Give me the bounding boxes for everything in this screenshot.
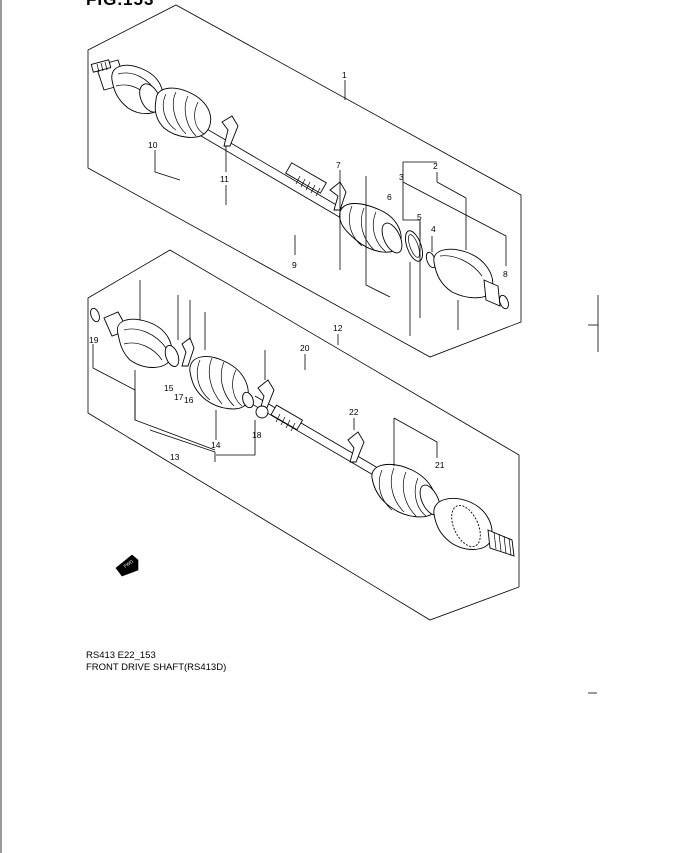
callout-10: 10 [148,140,158,150]
lower-ring-18 [255,405,269,419]
callout-22: 22 [349,407,359,417]
callout-8: 8 [503,269,508,279]
callout-1: 1 [342,70,347,80]
upper-clamp-11 [221,115,239,147]
lower-frame [87,249,520,621]
callout-17: 17 [174,392,184,402]
upper-clamp-7 [329,181,347,211]
callout-13: 13 [170,452,180,462]
figure-code: RS413 E22_153 [86,650,156,661]
lower-inner-boot [189,356,249,410]
callout-12: 12 [333,323,343,333]
lower-outer-boot [371,463,441,518]
callout-2: 2 [433,161,438,171]
upper-outer-boot [154,87,212,138]
callout-9: 9 [292,260,297,270]
front-direction-arrow: FWD [115,554,139,577]
upper-assembly [87,4,522,358]
leader-21 [393,417,438,458]
callout-7: 7 [336,160,341,170]
callout-14: 14 [211,440,221,450]
lower-clamp-22 [347,431,365,463]
callout-21: 21 [435,460,445,470]
callout-5: 5 [417,212,422,222]
leader-3a [365,176,391,298]
callout-19: 19 [89,335,99,345]
leader-13 [149,429,216,462]
lower-inner-housing [103,311,173,368]
callout-18: 18 [252,430,262,440]
upper-frame [87,4,522,358]
lower-circlip-19 [90,307,100,323]
upper-shaft-top [199,124,346,211]
lower-assembly [87,249,520,621]
front-arrow-label: FWD [123,558,135,568]
upper-inner-boot [339,203,403,254]
leader-3 [402,182,421,318]
lower-ring-15 [164,345,180,367]
figure-name: FRONT DRIVE SHAFT(RS413D) [86,662,227,673]
callout-16: 16 [184,395,194,405]
upper-shaft-bottom [195,132,342,219]
leader-8line [402,181,507,237]
callout-20: 20 [300,343,310,353]
leader-10b [154,171,181,181]
leader-2d [436,181,467,199]
figure-title: FIG.153 [86,0,154,10]
callout-3: 3 [399,172,404,182]
callout-4: 4 [431,224,436,234]
upper-ring-5 [404,230,424,262]
upper-spline [285,162,327,197]
leader-18box [216,420,256,456]
callout-15: 15 [164,383,174,393]
upper-inner-housing [433,248,501,307]
lower-outer-joint [433,498,515,557]
callout-6: 6 [387,192,392,202]
lower-clamp-16 [242,391,254,409]
upper-outer-joint [111,64,164,114]
upper-circlip-8 [499,294,509,310]
callout-11: 11 [220,174,229,184]
lower-spline [270,404,304,432]
